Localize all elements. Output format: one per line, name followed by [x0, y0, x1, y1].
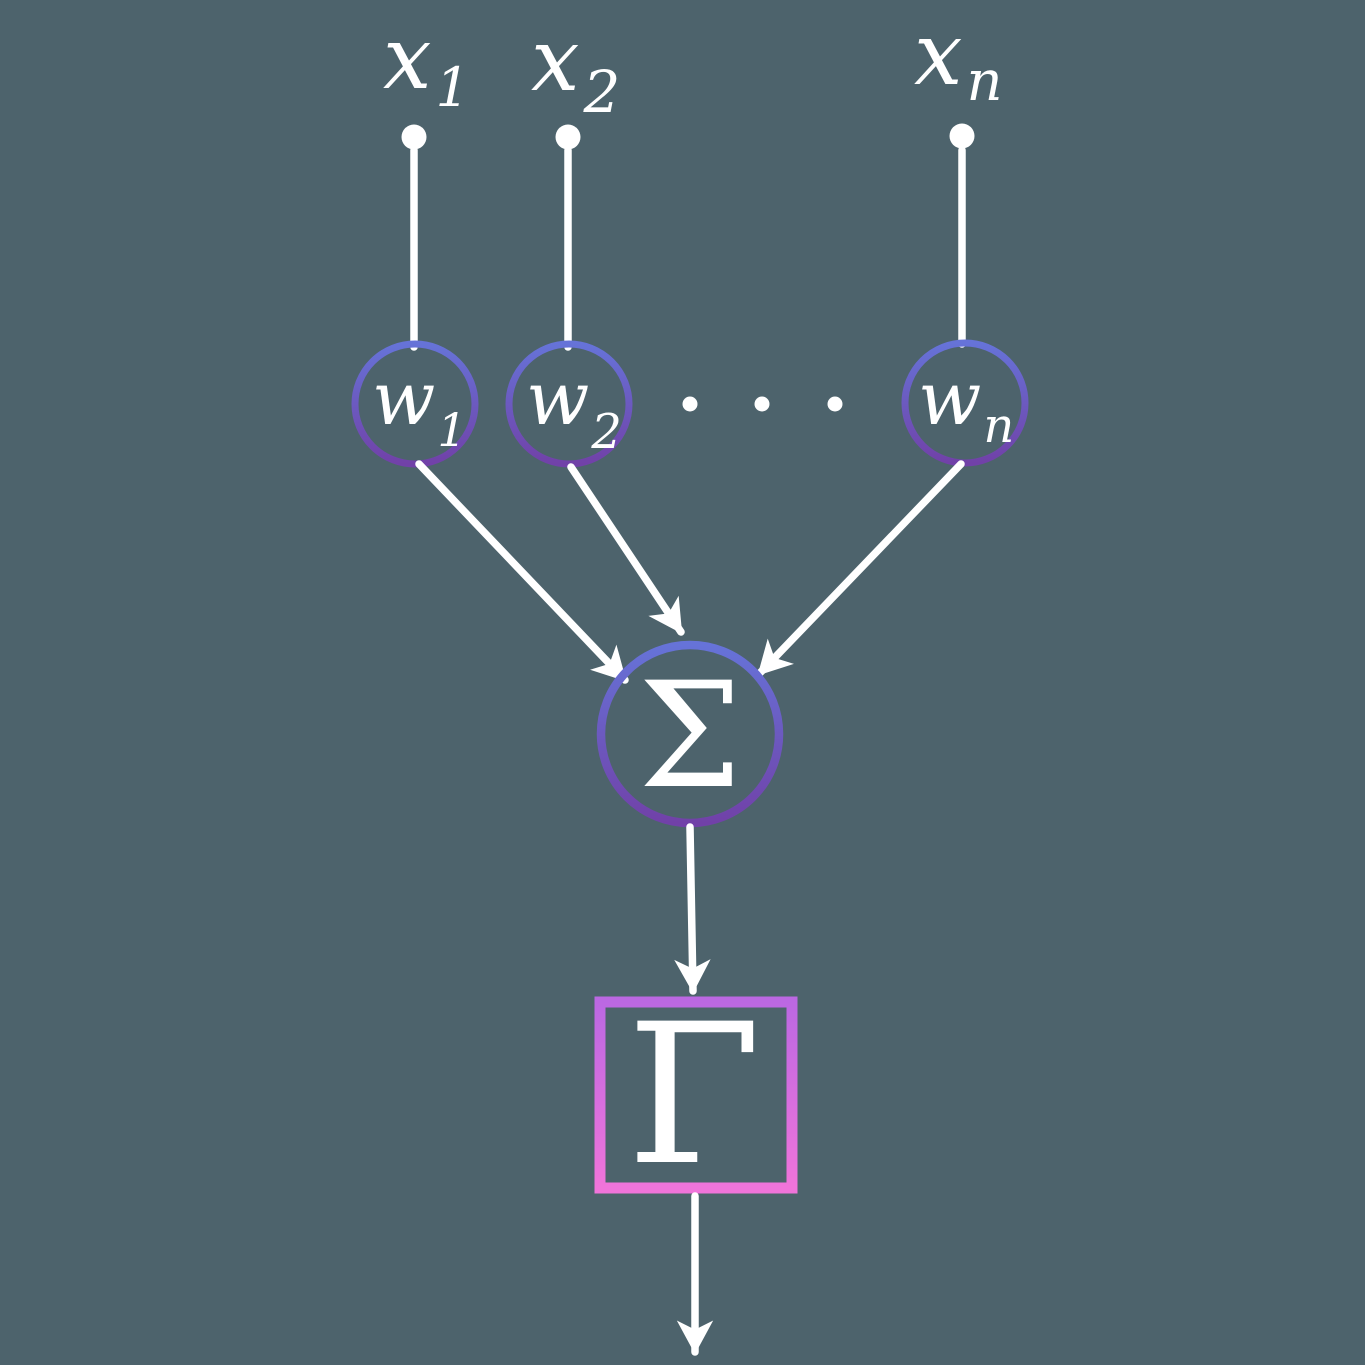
- weight-node-wn: [901, 339, 1029, 467]
- input-label-xn: xn: [914, 5, 1003, 114]
- weight-node-w1: [351, 340, 479, 468]
- weight-label-w1: w1: [372, 356, 467, 457]
- weight-label-w2: w2: [526, 356, 622, 460]
- input-label-x1: x1: [383, 9, 470, 119]
- arrow-wn-sum: [755, 460, 965, 678]
- ellipsis-dots: [682, 396, 843, 412]
- ellipsis-dot: [827, 396, 843, 412]
- activation-box: [594, 996, 798, 1194]
- input-label-x2: x2: [531, 11, 620, 126]
- ellipsis-dot: [682, 396, 698, 412]
- ellipsis-dot: [754, 396, 770, 412]
- arrow-sum-activation: [674, 823, 711, 995]
- input-terminal-x1: [401, 124, 427, 150]
- activation-symbol: Γ: [627, 982, 762, 1208]
- weight-label-wn: wn: [918, 356, 1014, 454]
- arrow-w2-sum: [567, 463, 685, 636]
- arrow-w1-sum: [415, 460, 629, 684]
- summation-node: [596, 640, 784, 828]
- input-terminal-xn: [949, 123, 975, 149]
- summation-symbol: Σ: [638, 651, 741, 821]
- input-terminal-x2: [555, 124, 581, 150]
